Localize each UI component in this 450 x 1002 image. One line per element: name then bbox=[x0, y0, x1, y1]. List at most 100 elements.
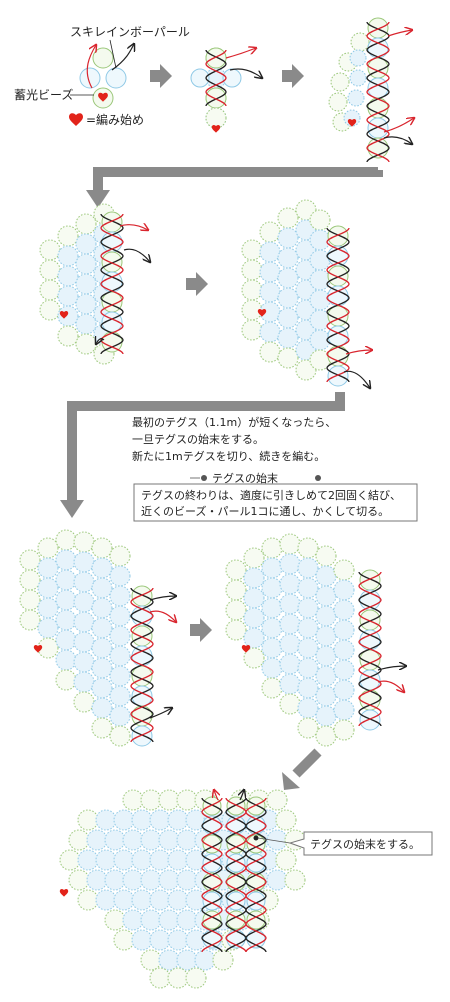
connector-arrow-1 bbox=[93, 167, 383, 190]
blue-bead bbox=[349, 49, 367, 67]
green-bead bbox=[104, 909, 126, 931]
blue-bead bbox=[73, 551, 95, 573]
blue-bead bbox=[73, 571, 95, 593]
blue-bead bbox=[109, 645, 131, 667]
blue-bead bbox=[297, 577, 319, 599]
blue-bead bbox=[176, 949, 198, 971]
blue-bead bbox=[315, 685, 337, 707]
blue-bead bbox=[149, 809, 171, 831]
heart-icon bbox=[98, 92, 108, 102]
green-bead bbox=[205, 107, 227, 129]
blue-bead bbox=[202, 891, 222, 911]
blue-bead bbox=[122, 869, 144, 891]
blue-bead bbox=[91, 677, 113, 699]
green-bead bbox=[59, 849, 81, 871]
green-bead bbox=[333, 559, 355, 581]
blue-bead bbox=[277, 247, 299, 269]
blue-bead bbox=[297, 677, 319, 699]
blue-bead bbox=[75, 273, 97, 295]
leader-rainbow-pearl bbox=[109, 39, 117, 69]
green-bead bbox=[315, 545, 337, 567]
green-bead bbox=[309, 209, 331, 231]
blue-bead bbox=[91, 657, 113, 679]
red-thread bbox=[245, 797, 267, 953]
blue-bead bbox=[37, 557, 59, 579]
green-bead bbox=[158, 789, 180, 811]
black-arrow bbox=[111, 44, 134, 71]
step-arrow-1 bbox=[150, 64, 172, 88]
green-bead bbox=[73, 691, 95, 713]
blue-bead bbox=[279, 633, 301, 655]
blue-bead bbox=[327, 365, 349, 387]
green-bead bbox=[284, 869, 306, 891]
blue-bead bbox=[243, 567, 265, 589]
green-bead bbox=[359, 689, 381, 711]
green-bead bbox=[243, 547, 265, 569]
blue-bead bbox=[347, 89, 365, 107]
blue-bead bbox=[359, 629, 381, 651]
blue-bead bbox=[158, 949, 180, 971]
blue-bead bbox=[349, 69, 367, 87]
green-bead bbox=[19, 569, 41, 591]
blue-bead bbox=[73, 651, 95, 673]
note-box bbox=[133, 483, 418, 522]
blue-bead bbox=[131, 929, 153, 951]
green-bead bbox=[68, 869, 90, 891]
blue-bead bbox=[277, 227, 299, 249]
green-bead bbox=[73, 531, 95, 553]
blue-bead bbox=[140, 869, 162, 891]
blue-bead bbox=[37, 597, 59, 619]
black-arrow bbox=[377, 666, 406, 671]
blue-bead bbox=[149, 929, 171, 951]
bullet-left-icon bbox=[201, 475, 207, 481]
green-bead bbox=[109, 545, 131, 567]
blue-bead bbox=[277, 307, 299, 329]
blue-bead bbox=[95, 809, 117, 831]
green-bead bbox=[75, 333, 97, 355]
green-bead bbox=[330, 72, 350, 92]
blue-bead bbox=[55, 589, 77, 611]
green-bead bbox=[77, 889, 99, 911]
blue-bead bbox=[55, 609, 77, 631]
blue-bead bbox=[261, 657, 283, 679]
blue-bead bbox=[309, 229, 331, 251]
black-arrow bbox=[149, 596, 176, 601]
green-bead bbox=[55, 669, 77, 691]
green-bead bbox=[261, 537, 283, 559]
green-bead bbox=[350, 32, 370, 52]
blue-bead bbox=[73, 671, 95, 693]
green-bead bbox=[19, 609, 41, 631]
blue-bead bbox=[101, 271, 123, 293]
bullet-right-icon bbox=[315, 475, 321, 481]
blue-bead bbox=[315, 565, 337, 587]
blue-bead bbox=[104, 829, 126, 851]
blue-bead bbox=[73, 611, 95, 633]
blue-bead bbox=[279, 673, 301, 695]
blue-bead bbox=[158, 909, 180, 931]
blue-bead bbox=[333, 699, 355, 721]
blue-bead bbox=[315, 645, 337, 667]
green-bead bbox=[297, 537, 319, 559]
blue-bead bbox=[333, 599, 355, 621]
green-bead bbox=[92, 47, 114, 69]
heart-icon bbox=[59, 888, 69, 897]
blue-bead bbox=[259, 281, 281, 303]
green-bead bbox=[225, 579, 247, 601]
blue-bead bbox=[279, 613, 301, 635]
blue-bead bbox=[55, 629, 77, 651]
blue-bead bbox=[91, 557, 113, 579]
label-luminous-bead: 蓄光ビーズ bbox=[14, 87, 73, 102]
green-bead bbox=[91, 717, 113, 739]
callout-leader bbox=[257, 837, 291, 844]
blue-bead bbox=[279, 653, 301, 675]
blue-bead bbox=[333, 639, 355, 661]
blue-bead bbox=[167, 929, 189, 951]
blue-bead bbox=[79, 67, 101, 89]
blue-bead bbox=[86, 829, 108, 851]
red-arrow bbox=[377, 680, 404, 692]
black-arrow bbox=[343, 370, 370, 388]
green-bead bbox=[37, 537, 59, 559]
green-bead bbox=[327, 345, 349, 367]
blue-bead bbox=[113, 809, 135, 831]
blue-bead bbox=[91, 597, 113, 619]
